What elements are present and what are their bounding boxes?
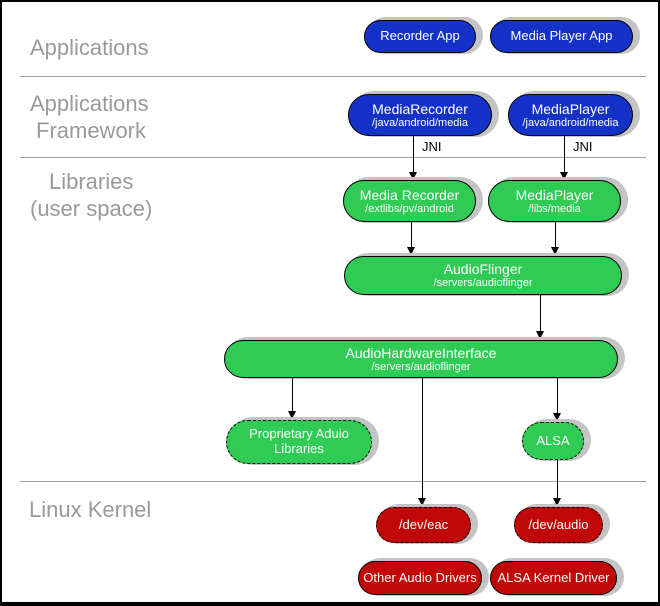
arrow-ahi-to-proprietary <box>288 378 297 419</box>
node-dev-eac-label: /dev/eac <box>398 516 449 532</box>
layer-label-linux-kernel: Linux Kernel <box>29 497 152 522</box>
arrow-mediarecorder-jni <box>409 136 418 180</box>
node-dev-audio-label: /dev/audio <box>528 516 589 532</box>
separator-libraries-kernel <box>20 481 646 482</box>
edge-label-jni-right: JNI <box>573 139 593 154</box>
node-alsa-label: ALSA <box>536 432 570 448</box>
node-media-player-app: Media Player App <box>490 20 633 53</box>
node-dev-audio: /dev/audio <box>514 507 603 543</box>
node-mediaplayer-framework: MediaPlayer /java/android/media <box>508 94 633 136</box>
node-mediarecorder-framework-label: MediaRecorder <box>372 100 468 117</box>
node-proprietary-audio-libraries-label: Proprietary Aduio Libraries <box>249 426 349 456</box>
arrow-mediaplayer-jni <box>560 136 569 180</box>
node-mediaplayer-lib-path: /libs/media <box>528 202 581 215</box>
layer-label-framework-line1: Applications <box>30 91 149 116</box>
node-audioflinger-label: AudioFlinger <box>443 261 523 278</box>
layer-label-libraries-line1: Libraries <box>49 169 134 194</box>
node-mediarecorder-framework-path: /java/android/media <box>371 116 468 129</box>
node-audioflinger: AudioFlinger /servers/audioflinger <box>344 256 622 295</box>
node-media-recorder-lib: Media Recorder /extlibs/pv/android <box>343 180 476 222</box>
edge-label-jni-left: JNI <box>422 139 442 154</box>
arrow-alsa-to-dev-audio <box>553 460 562 506</box>
node-alsa: ALSA <box>522 422 584 460</box>
node-audioflinger-path: /servers/audioflinger <box>433 277 533 290</box>
separator-applications-framework <box>20 76 646 77</box>
layer-label-libraries-line2: (user space) <box>30 196 153 221</box>
node-alsa-kernel-driver: ALSA Kernel Driver <box>490 561 617 595</box>
arrow-ahi-to-dev-eac <box>418 378 427 506</box>
layer-label-framework-line2: Framework <box>36 118 147 143</box>
node-mediarecorder-framework: MediaRecorder /java/android/media <box>348 94 492 136</box>
node-media-recorder-lib-label: Media Recorder <box>359 186 460 203</box>
node-recorder-app: Recorder App <box>364 20 476 53</box>
layer-label-applications: Applications <box>30 35 149 60</box>
node-mediaplayer-lib-label: MediaPlayer <box>515 186 594 203</box>
node-other-audio-drivers: Other Audio Drivers <box>358 561 482 595</box>
node-proprietary-audio-libraries: Proprietary Aduio Libraries <box>226 420 372 464</box>
node-media-player-app-label: Media Player App <box>510 28 613 44</box>
node-mediaplayer-framework-path: /java/android/media <box>522 116 619 129</box>
arrow-ahi-to-alsa <box>553 378 562 421</box>
arrow-mediaplayer-to-audioflinger <box>551 222 560 255</box>
node-mediaplayer-lib: MediaPlayer /libs/media <box>488 180 621 222</box>
arrow-audioflinger-to-ahi <box>536 295 545 339</box>
node-dev-eac: /dev/eac <box>376 507 471 543</box>
node-audiohardwareinterface-label: AudioHardwareInterface <box>345 344 497 361</box>
node-mediaplayer-framework-label: MediaPlayer <box>531 100 610 117</box>
node-recorder-app-label: Recorder App <box>380 28 460 44</box>
node-audiohardwareinterface: AudioHardwareInterface /servers/audiofli… <box>224 340 618 378</box>
node-alsa-kernel-driver-label: ALSA Kernel Driver <box>497 569 610 585</box>
arrow-mediarecorder-to-audioflinger <box>407 222 416 255</box>
node-media-recorder-lib-path: /extlibs/pv/android <box>365 202 454 215</box>
node-other-audio-drivers-label: Other Audio Drivers <box>363 569 477 585</box>
node-audiohardwareinterface-path: /servers/audioflinger <box>371 360 471 373</box>
separator-framework-libraries <box>20 157 646 158</box>
